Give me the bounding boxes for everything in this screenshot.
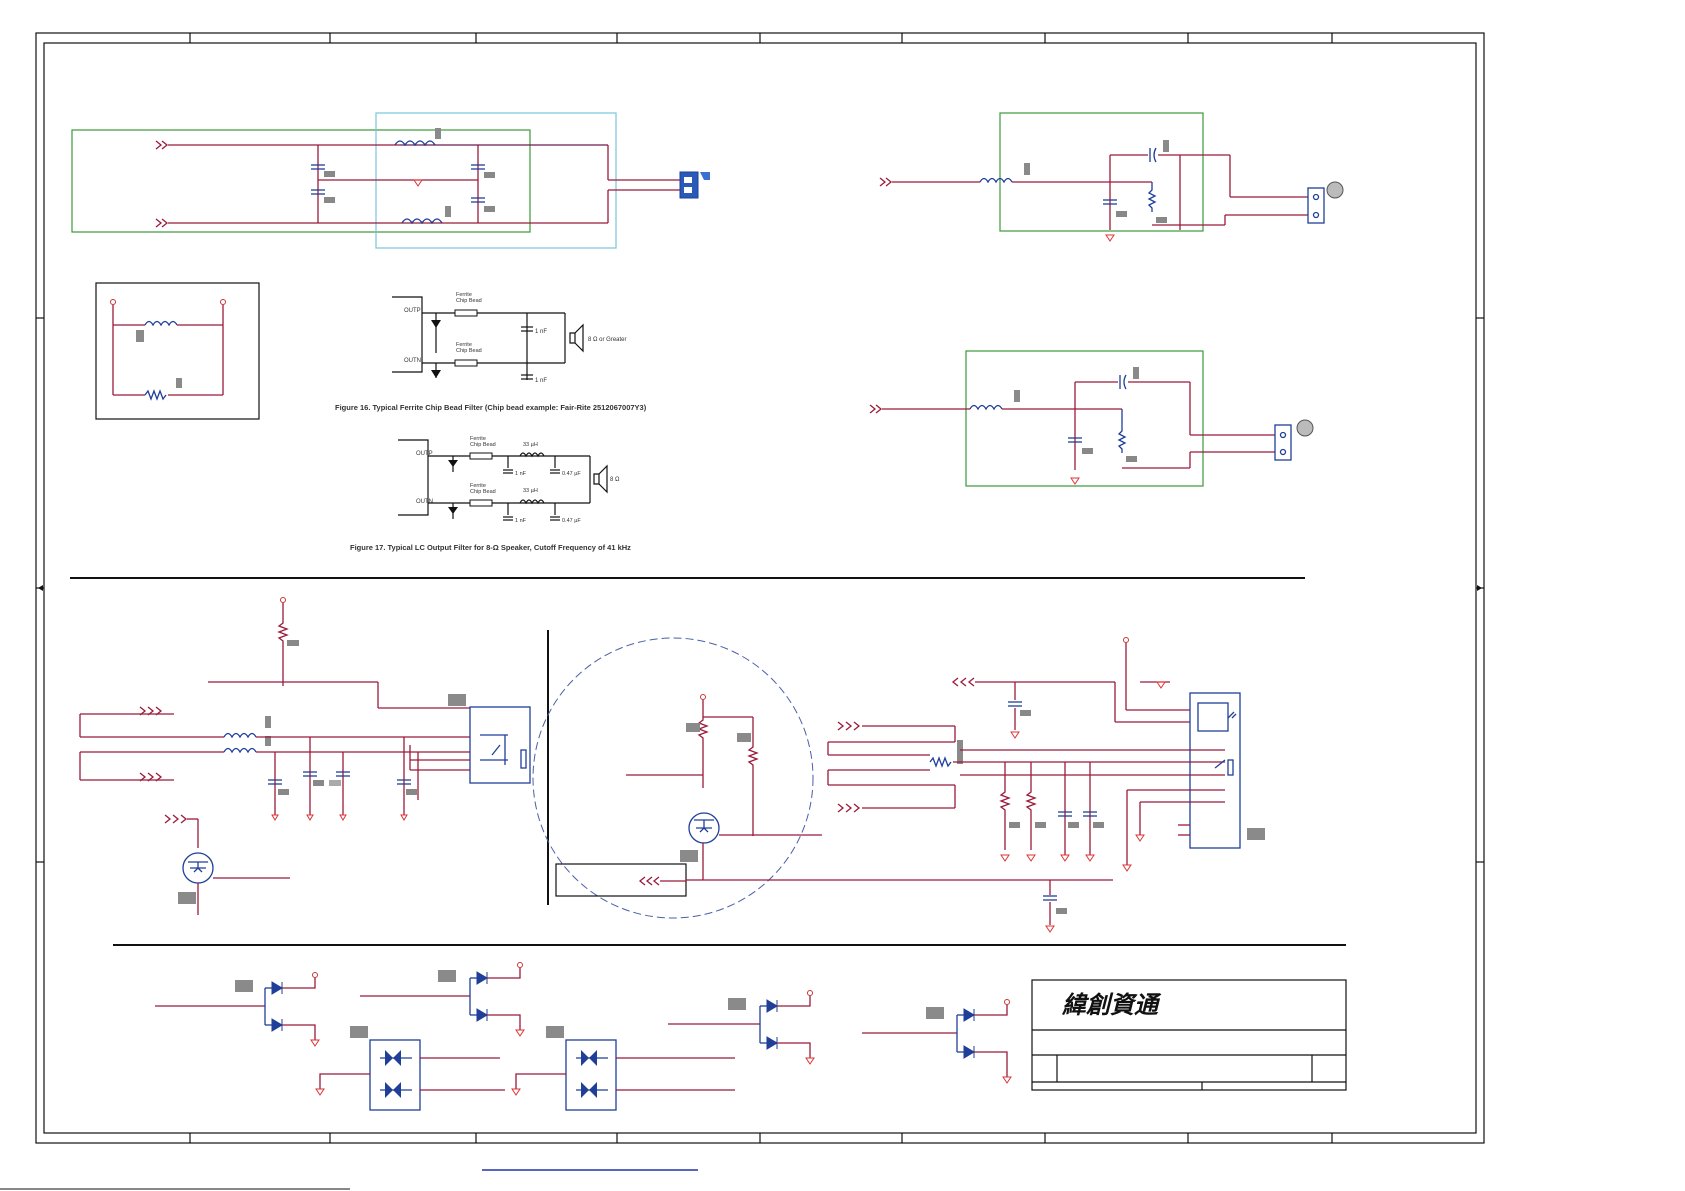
- fig17-outn-label: OUTN: [416, 499, 433, 505]
- esd-diode-array: [155, 962, 1012, 1111]
- fig17-ind-top-label: 33 µH: [523, 442, 538, 448]
- rc-filter-block-1: [879, 112, 1344, 242]
- tvs-array-u1: [315, 1026, 505, 1111]
- fig16-speaker-label: 8 Ω or Greater: [588, 337, 627, 343]
- tvs-array-u2: [511, 1026, 735, 1111]
- rc-filter-block-2: [869, 350, 1314, 487]
- mosfet-q2: [688, 812, 720, 844]
- fig17-cap1-top-label: 1 nF: [515, 471, 527, 477]
- fig17-cap2-top-label: 0.47 µF: [562, 471, 581, 477]
- fig16-caption: Figure 16. Typical Ferrite Chip Bead Fil…: [335, 403, 647, 412]
- esd-diode-d3: [668, 990, 815, 1065]
- filter-group-box: [71, 129, 531, 233]
- sheet-border: [35, 32, 1485, 1144]
- audio-jack: [1189, 692, 1241, 849]
- fig17-caption: Figure 17. Typical LC Output Filter for …: [350, 543, 631, 552]
- fig17-ind-bottom-label: 33 µH: [523, 488, 538, 494]
- speaker-icon: [569, 323, 584, 353]
- input-arrow: [155, 140, 169, 150]
- title-block: 緯創資通: [1031, 979, 1347, 1091]
- fig16-outn-label: OUTN: [404, 358, 421, 364]
- inductor-symbol: [394, 140, 436, 147]
- mosfet-detail-circle: [532, 637, 1113, 919]
- fig17-speaker-label: 8 Ω: [610, 477, 620, 483]
- fig17-outp-label: OUTP: [416, 451, 433, 457]
- input-arrow: [155, 218, 169, 228]
- fig17-cap1-bottom-label: 1 nF: [515, 518, 527, 524]
- esd-diode-d1: [155, 972, 320, 1047]
- connector-j1: [1307, 187, 1325, 224]
- fig16-cap-top-label: 1 nF: [535, 329, 547, 335]
- speaker-filter-block: [71, 112, 710, 249]
- headphone-jack: [469, 706, 531, 784]
- headphone-jack-circuit: [79, 597, 531, 915]
- speaker-icon: [593, 464, 608, 494]
- inductor-reference-box: [95, 282, 260, 420]
- fig17-cap2-bottom-label: 0.47 µF: [562, 518, 581, 524]
- esd-diode-d4: [862, 999, 1012, 1084]
- speaker-connector: [679, 171, 699, 199]
- fig16-cap-bottom-label: 1 nF: [535, 378, 547, 384]
- fig16-outp-label: OUTP: [404, 308, 421, 314]
- connector-j2: [1274, 424, 1292, 461]
- audio-jack-circuit: [827, 637, 1265, 933]
- inductor-symbol: [401, 218, 443, 225]
- company-name: 緯創資通: [1061, 990, 1162, 1019]
- esd-diode-d2: [360, 962, 525, 1037]
